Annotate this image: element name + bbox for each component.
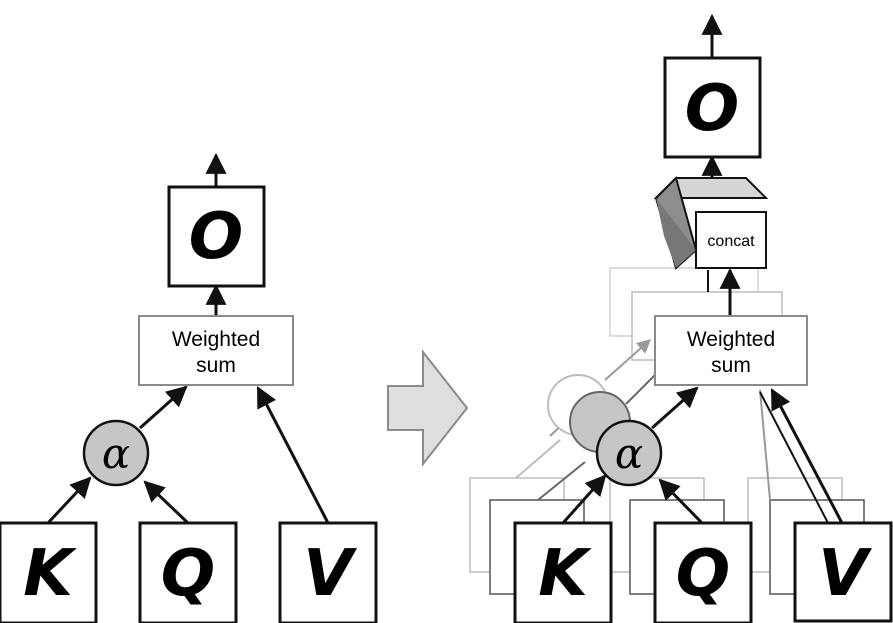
output-box: O xyxy=(167,185,266,288)
concat-block: concat xyxy=(653,176,769,270)
k-input-box: K xyxy=(0,521,98,623)
mh-v-input-box: V xyxy=(793,521,893,623)
arrow-q-to-alpha xyxy=(143,480,190,525)
mh-weighted-sum-box: Weighted sum xyxy=(654,315,808,386)
arrow-v-to-weighted-sum xyxy=(256,386,330,524)
v-label: V xyxy=(303,537,357,611)
q-label: Q xyxy=(161,537,215,611)
mh-output-box: O xyxy=(663,56,762,159)
v-input-box: V xyxy=(278,521,378,623)
mh-alpha-label: α xyxy=(615,429,643,478)
mh-q-input-box: Q xyxy=(653,521,753,623)
mh-output-label: O xyxy=(685,72,739,146)
mh-v-label: V xyxy=(818,537,872,611)
alpha-label: α xyxy=(102,429,130,478)
mh-weighted-sum-line1: Weighted xyxy=(687,328,775,351)
mh-weighted-sum-line2: sum xyxy=(711,354,751,377)
q-input-box: Q xyxy=(138,521,238,623)
arrow-k-to-alpha xyxy=(46,476,92,525)
mh-k-input-box: K xyxy=(513,521,613,623)
mh-arrow-q-to-alpha xyxy=(658,478,704,525)
mh-q-label: Q xyxy=(676,537,730,611)
mh-k-label: K xyxy=(538,537,592,611)
mh-arrow-k-to-alpha xyxy=(561,474,607,524)
mh-arrow-alpha-to-weighted-sum xyxy=(651,386,699,430)
concat-label: concat xyxy=(707,233,755,250)
single-head-attention: K Q V α Weighted sum O xyxy=(0,152,378,623)
transform-arrow-icon xyxy=(387,349,469,467)
k-label: K xyxy=(23,537,77,611)
output-label: O xyxy=(189,200,243,274)
weighted-sum-line1: Weighted xyxy=(172,328,260,351)
multi-head-attention: K Q V α Weighted sum concat xyxy=(469,13,893,623)
weighted-sum-box: Weighted sum xyxy=(138,315,294,386)
mh-arrow-v-to-weighted-sum-b xyxy=(759,391,829,524)
mh-arrow-v-to-weighted-sum-a xyxy=(770,388,844,524)
mh-alpha-node: α xyxy=(595,419,663,487)
arrow-alpha-to-weighted-sum xyxy=(139,385,188,430)
alpha-node: α xyxy=(82,419,150,487)
weighted-sum-line2: sum xyxy=(196,354,236,377)
